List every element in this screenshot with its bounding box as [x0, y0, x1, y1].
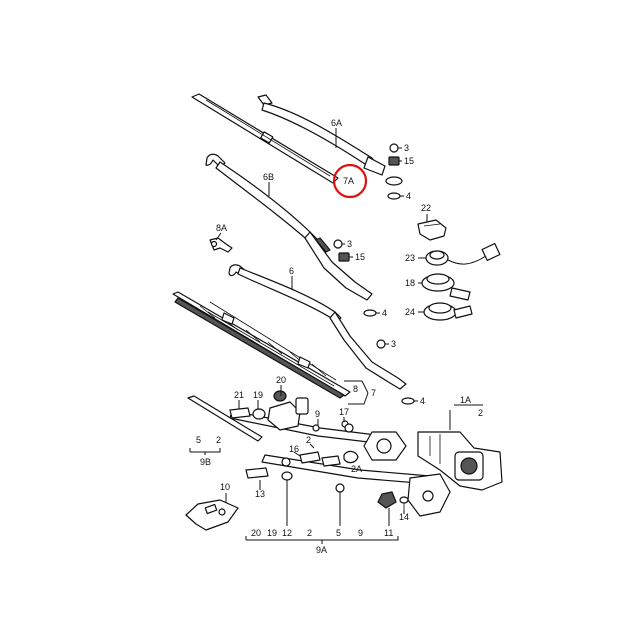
- label-15a: 15: [404, 156, 414, 166]
- label-7: 7: [371, 388, 376, 398]
- label-8: 8: [353, 384, 358, 394]
- label-20b: 20: [251, 528, 261, 538]
- leader-lines: [189, 128, 483, 544]
- fasteners-group-b: [333, 239, 380, 317]
- label-9c: 9: [358, 528, 363, 538]
- label-1a: 1A: [460, 395, 471, 405]
- label-19a: 19: [253, 390, 263, 400]
- label-9a-group: 9A: [316, 545, 327, 555]
- label-12b: 12: [282, 528, 292, 538]
- label-2a: 2: [216, 435, 221, 445]
- label-24: 24: [405, 307, 415, 317]
- label-5b: 5: [336, 528, 341, 538]
- label-10: 10: [220, 482, 230, 492]
- label-13: 13: [255, 489, 265, 499]
- label-4c: 4: [420, 396, 425, 406]
- label-8a: 8A: [216, 223, 227, 233]
- label-6: 6: [289, 266, 294, 276]
- label-3c: 3: [391, 339, 396, 349]
- seal-18: [418, 273, 471, 301]
- fasteners-group-a: [385, 143, 404, 200]
- label-4a: 4: [406, 191, 411, 201]
- label-17: 17: [339, 407, 349, 417]
- label-20a: 20: [276, 375, 286, 385]
- label-9a: 9: [315, 409, 320, 419]
- label-3b: 3: [347, 239, 352, 249]
- wiper-arm-6a: [191, 93, 386, 184]
- linkage-assembly: [185, 390, 503, 531]
- highlight-circle: [332, 163, 368, 199]
- label-22: 22: [421, 203, 431, 213]
- cap-24: [418, 302, 473, 321]
- label-19b: 19: [267, 528, 277, 538]
- label-6b: 6B: [263, 172, 274, 182]
- label-7a: 7A: [343, 176, 354, 186]
- wiper-arm-6: [228, 264, 407, 390]
- connector-23: [418, 243, 501, 266]
- label-2d: 2: [478, 408, 483, 418]
- label-6a: 6A: [331, 118, 342, 128]
- label-18: 18: [405, 278, 415, 288]
- clip-8a: [209, 237, 233, 253]
- label-9b: 9B: [200, 457, 211, 467]
- label-11: 11: [384, 528, 393, 538]
- fasteners-group-c: [376, 339, 418, 405]
- label-23: 23: [405, 253, 415, 263]
- bracket-8-7: [344, 380, 369, 405]
- wiper-arm-6b: [205, 153, 373, 301]
- label-2b: 2: [306, 435, 311, 445]
- label-4b: 4: [382, 308, 387, 318]
- label-15b: 15: [355, 252, 365, 262]
- label-14: 14: [399, 512, 409, 522]
- label-5a: 5: [196, 435, 201, 445]
- label-2e: 2: [307, 528, 312, 538]
- label-3a: 3: [404, 143, 409, 153]
- cap-22: [417, 214, 447, 241]
- label-16: 16: [289, 444, 299, 454]
- label-2c: 2A: [351, 464, 362, 474]
- label-21a: 21: [234, 390, 244, 400]
- wiper-blade: [172, 291, 351, 399]
- callout-labels: 6A 7A 3 15 4 6B 8A 22 3 15 23 6 18 4 24 …: [196, 118, 483, 555]
